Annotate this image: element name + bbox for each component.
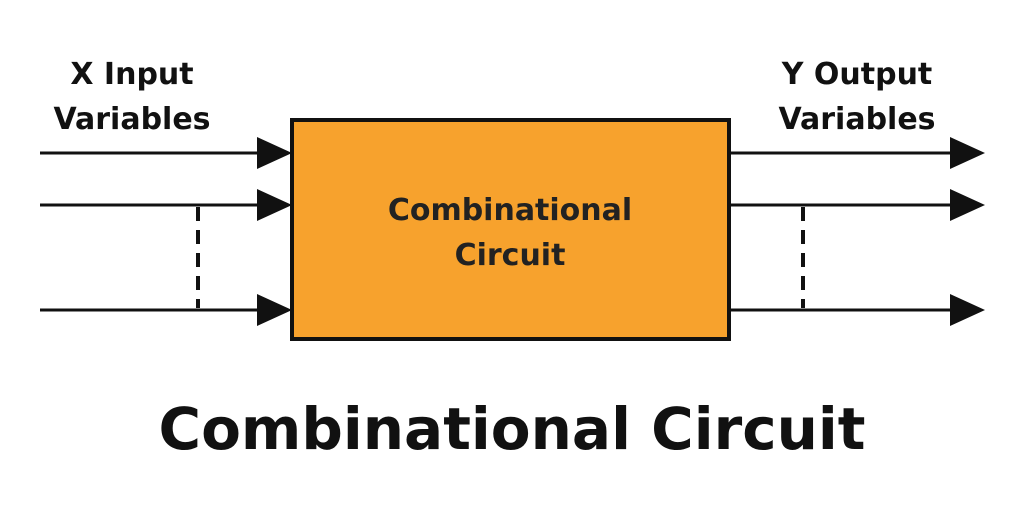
output-arrowhead-1: [950, 137, 985, 169]
input-label-line1: X Input: [70, 57, 193, 92]
diagram-caption: Combinational Circuit: [158, 395, 866, 463]
output-arrowhead-3: [950, 294, 985, 326]
output-label-line1: Y Output: [781, 57, 933, 92]
block-label-line2: Circuit: [455, 238, 566, 273]
input-arrowhead-1: [257, 137, 292, 169]
input-arrows: [40, 137, 292, 326]
block-label-line1: Combinational: [388, 193, 632, 228]
input-arrowhead-3: [257, 294, 292, 326]
combinational-circuit-block: [290, 118, 731, 341]
output-arrowhead-2: [950, 189, 985, 221]
input-label-line2: Variables: [53, 102, 210, 137]
output-label-line2: Variables: [778, 102, 935, 137]
output-arrows: [731, 137, 985, 326]
input-arrowhead-2: [257, 189, 292, 221]
